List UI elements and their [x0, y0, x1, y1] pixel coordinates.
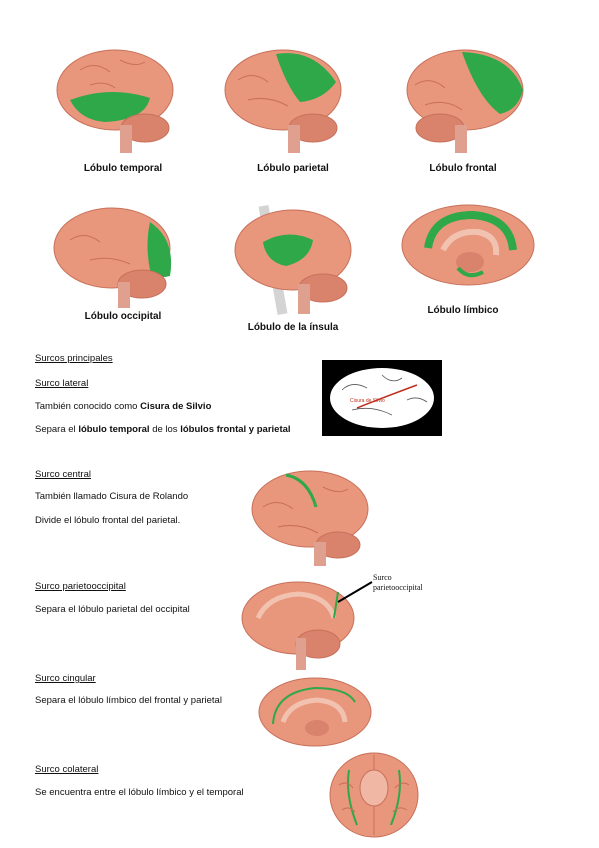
colateral-title: Surco colateral	[35, 764, 99, 775]
lateral-line-1: También conocido como Cisura de Silvio	[35, 401, 211, 412]
caption-temporal: Lóbulo temporal	[83, 163, 163, 174]
silvio-image: Cisura de Silvio	[322, 360, 442, 436]
caption-occipital: Lóbulo occipital	[84, 311, 162, 322]
caption-insula: Lóbulo de la ínsula	[247, 322, 339, 333]
parietooccipital-brain-image	[241, 581, 355, 670]
brain-parietal-image	[224, 49, 342, 153]
parietooccipital-label-2: parietooccipital	[373, 583, 423, 592]
lateral-title: Surco lateral	[35, 378, 89, 389]
parietooccipital-line-1: Separa el lóbulo parietal del occipital	[35, 604, 190, 615]
parietooccipital-label-1: Surco	[373, 573, 392, 582]
lateral-line-1-bold: Cisura de Silvio	[140, 401, 212, 412]
lateral-line-2-a: Separa el	[35, 424, 79, 435]
colateral-brain-image	[329, 752, 419, 838]
central-line-1: También llamado Cisura de Rolando	[35, 491, 189, 502]
brain-frontal-image	[406, 49, 524, 153]
lateral-line-2-c: de los	[149, 424, 181, 435]
lateral-line-2: Separa el lóbulo temporal de los lóbulos…	[35, 424, 291, 435]
cingular-line-1: Separa el lóbulo límbico del frontal y p…	[35, 695, 222, 706]
brain-limbico-image	[401, 204, 535, 286]
colateral-line-1: Se encuentra entre el lóbulo límbico y e…	[35, 787, 244, 798]
lateral-line-1-text: También conocido como	[35, 401, 141, 412]
lateral-line-2-b: lóbulo temporal	[78, 424, 150, 435]
parietooccipital-title: Surco parietooccipital	[35, 581, 126, 592]
section-heading: Surcos principales	[35, 353, 113, 364]
brain-insula-image	[234, 204, 352, 316]
cingular-brain-image	[258, 677, 372, 747]
caption-frontal: Lóbulo frontal	[429, 163, 497, 174]
brain-temporal-image	[56, 49, 174, 153]
central-line-2: Divide el lóbulo frontal del parietal.	[35, 515, 181, 526]
central-brain-image	[251, 470, 369, 566]
caption-parietal: Lóbulo parietal	[257, 163, 329, 174]
central-title: Surco central	[35, 469, 91, 480]
parietooccipital-pointer	[337, 581, 373, 603]
caption-limbico: Lóbulo límbico	[427, 305, 499, 316]
silvio-image-label: Cisura de Silvio	[350, 398, 385, 404]
brain-occipital-image	[53, 207, 172, 308]
cingular-title: Surco cingular	[35, 673, 96, 684]
lateral-line-2-d: lóbulos frontal y parietal	[180, 424, 291, 435]
